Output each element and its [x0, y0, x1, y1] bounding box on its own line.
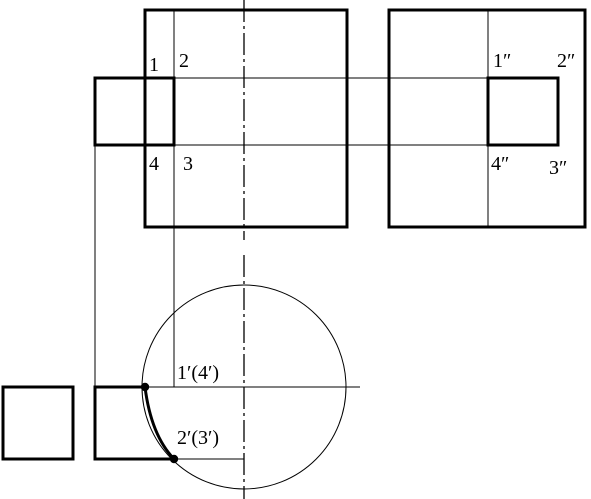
label-1-4-top: 1′(4′)	[177, 362, 219, 384]
top-view	[1, 255, 360, 499]
label-2-side: 2″	[557, 50, 575, 72]
side-view	[387, 8, 587, 229]
top-view-left-square	[1, 385, 75, 461]
label-2-3-top: 2′(3′)	[177, 427, 219, 449]
side-view-prism-section	[486, 76, 560, 147]
label-3: 3	[183, 153, 193, 175]
label-4: 4	[149, 153, 159, 175]
projection-lines	[94, 77, 488, 387]
front-view-prism-section	[93, 76, 176, 147]
intersection-curve	[143, 385, 176, 461]
point-1-4-top	[140, 382, 150, 392]
label-2: 2	[179, 50, 189, 72]
label-1: 1	[149, 54, 159, 76]
front-view-outline	[143, 8, 349, 229]
label-1-side: 1″	[493, 50, 511, 72]
point-labels: 1 2 4 3 1″ 2″ 4″ 3″ 1′(4′) 2′(3′)	[149, 50, 575, 449]
label-4-side: 4″	[491, 153, 509, 175]
front-view	[93, 0, 349, 240]
side-view-outline	[387, 8, 587, 229]
point-2-3-top	[169, 454, 179, 464]
label-3-side: 3″	[549, 157, 567, 179]
